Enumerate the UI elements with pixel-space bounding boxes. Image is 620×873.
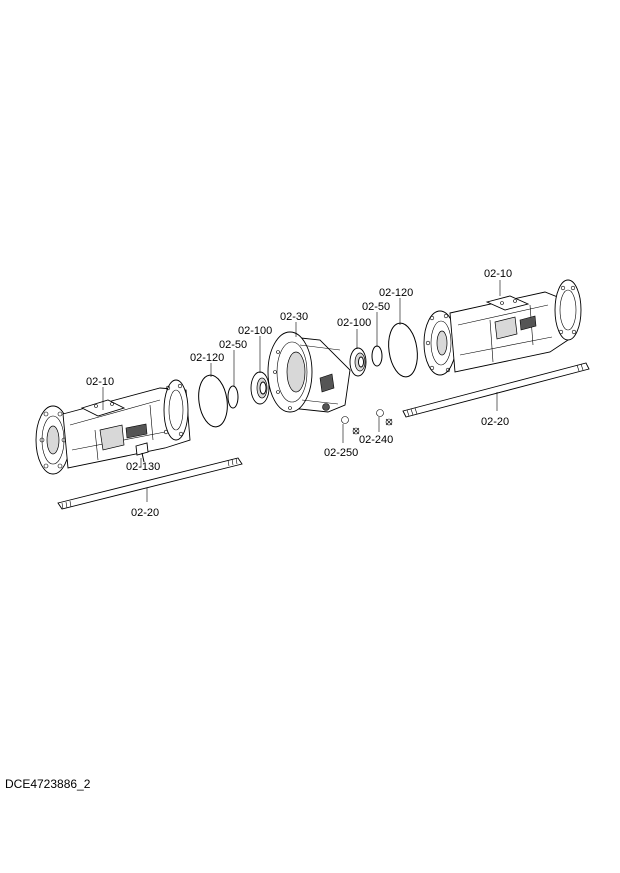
axle-housing-left	[35, 379, 191, 475]
snap-ring-right	[371, 345, 383, 367]
center-housing	[267, 331, 351, 413]
callout-plug-250: 02-250	[324, 447, 358, 459]
callout-housing-right: 02-10	[484, 268, 512, 280]
axle-shaft-right	[402, 362, 590, 418]
axle-housing-right	[423, 279, 582, 376]
callout-center-housing: 02-30	[280, 311, 308, 323]
bearing-right	[349, 347, 367, 377]
callout-bearing-left: 02-100	[238, 325, 272, 337]
o-ring-left	[198, 374, 228, 428]
callout-snap-ring-right: 02-50	[362, 301, 390, 313]
callout-housing-left: 02-10	[86, 376, 114, 388]
snap-ring-left	[227, 385, 239, 409]
document-code: DCE4723886_2	[5, 777, 91, 791]
leader-lines	[102, 280, 501, 502]
o-ring-right	[388, 322, 418, 378]
callout-oring-left: 02-120	[190, 352, 224, 364]
plugs	[341, 409, 393, 435]
callout-shaft-left: 02-20	[131, 507, 159, 519]
bolt	[135, 442, 149, 463]
callout-shaft-right: 02-20	[481, 416, 509, 428]
callout-snap-ring-left: 02-50	[219, 339, 247, 351]
callout-bolt: 02-130	[126, 461, 160, 473]
callout-plug-240: 02-240	[359, 434, 393, 446]
callout-oring-right: 02-120	[379, 287, 413, 299]
callout-bearing-right: 02-100	[337, 317, 371, 329]
axle-shaft-left	[57, 457, 243, 510]
bearing-left	[250, 371, 270, 405]
